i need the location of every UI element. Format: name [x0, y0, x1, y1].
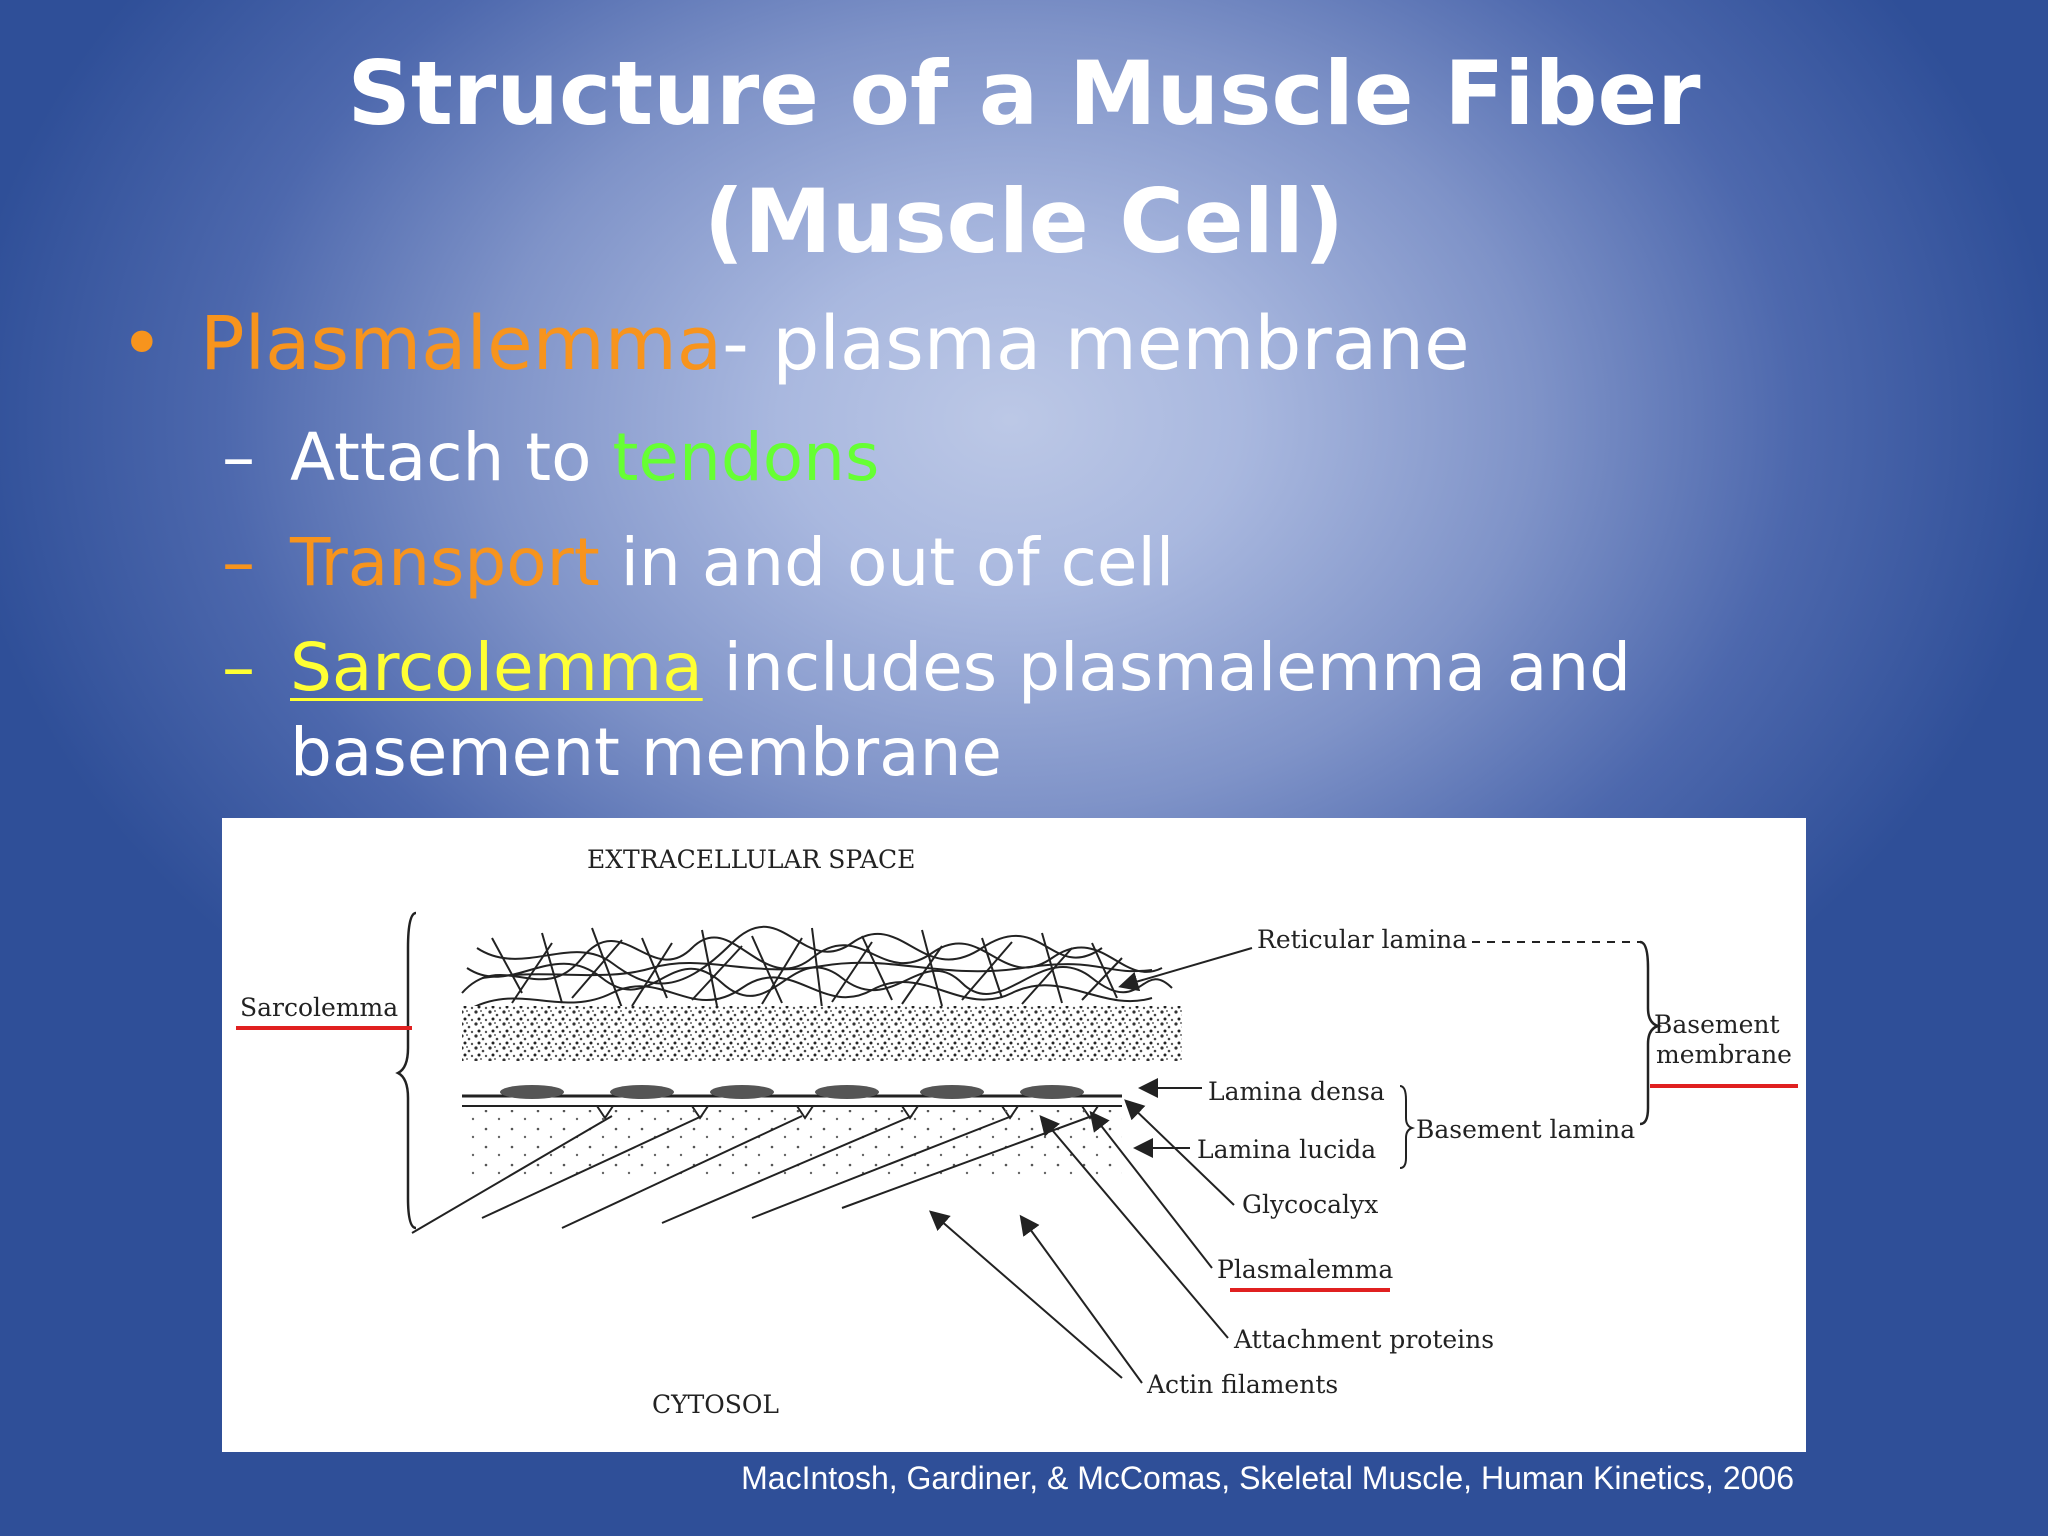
dash: –: [222, 419, 255, 496]
subpoint-sarcolemma: –Sarcolemma includes plasmalemma and: [222, 625, 1631, 711]
subpoint-text: Attach to: [290, 419, 613, 496]
title-line-1: Structure of a Muscle Fiber: [347, 42, 1701, 145]
title-line-2: (Muscle Cell): [703, 170, 1345, 273]
subpoint-sarcolemma-continuation: basement membrane: [290, 714, 1003, 791]
label-plasmalemma: Plasmalemma: [1217, 1255, 1393, 1284]
label-basement-lamina: Basement lamina: [1416, 1115, 1635, 1144]
subpoint-text: in and out of cell: [599, 524, 1175, 601]
bullet-term: Plasmalemma: [200, 301, 723, 387]
subpoint-highlight: tendons: [612, 419, 880, 496]
label-lamina-lucida: Lamina lucida: [1197, 1135, 1376, 1164]
reticular-lamina-fibers: [461, 925, 1173, 1009]
subpoint-highlight: Sarcolemma: [290, 629, 703, 706]
label-basement-membrane-2: membrane: [1656, 1040, 1792, 1069]
actin-filaments: [411, 1115, 1093, 1234]
sarcolemma-diagram: EXTRACELLULAR SPACE: [222, 818, 1806, 1452]
slide-title: Structure of a Muscle Fiber (Muscle Cell…: [0, 30, 2048, 286]
label-cytosol: CYTOSOL: [652, 1390, 779, 1419]
basement-membrane-brace: [1639, 940, 1663, 1126]
bullet-plasmalemma: • Plasmalemma- plasma membrane: [120, 300, 1470, 388]
dash: –: [222, 629, 255, 706]
lamina-densa-band: [462, 1006, 1182, 1061]
sarcolemma-brace: [395, 911, 417, 1230]
subpoint-attach: –Attach to tendons: [222, 415, 879, 501]
label-reticular-lamina: Reticular lamina: [1257, 925, 1467, 954]
label-lamina-densa: Lamina densa: [1208, 1077, 1385, 1106]
subpoint-transport: –Transport in and out of cell: [222, 520, 1174, 606]
label-extracellular: EXTRACELLULAR SPACE: [587, 845, 915, 874]
subpoint-text: includes plasmalemma and: [702, 629, 1632, 706]
dash: –: [222, 524, 255, 601]
label-actin-filaments: Actin filaments: [1146, 1370, 1338, 1399]
label-basement-membrane-1: Basement: [1654, 1010, 1780, 1039]
bullet-definition: - plasma membrane: [722, 301, 1470, 387]
subpoint-highlight: Transport: [290, 524, 600, 601]
label-glycocalyx: Glycocalyx: [1242, 1190, 1378, 1219]
label-sarcolemma: Sarcolemma: [240, 993, 398, 1022]
figure-citation: MacIntosh, Gardiner, & McComas, Skeletal…: [741, 1460, 1794, 1496]
bullet-dot: •: [120, 301, 164, 387]
diagram-svg: EXTRACELLULAR SPACE: [236, 845, 1798, 1419]
glycocalyx-bumps: [500, 1085, 1084, 1099]
label-attachment-proteins: Attachment proteins: [1233, 1325, 1494, 1354]
